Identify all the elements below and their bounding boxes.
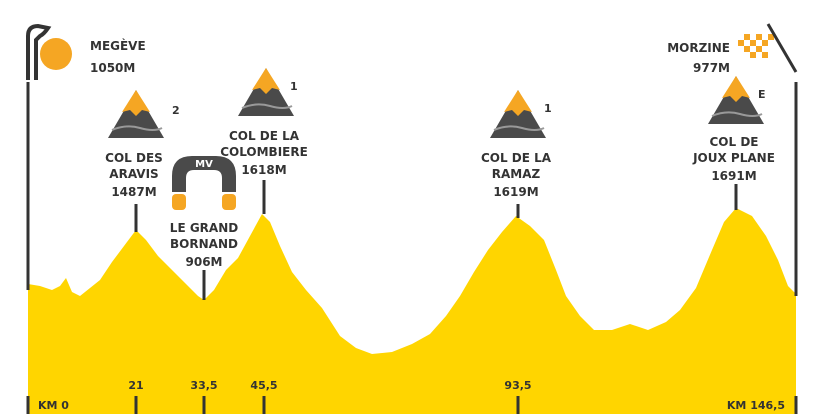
climb-colombiere-line2: COLOMBIERE — [220, 145, 308, 159]
checkered-flag-icon — [738, 34, 774, 58]
start-altitude: 1050M — [90, 61, 135, 75]
climb-ramaz-line2: RAMAZ — [492, 167, 541, 181]
start-name: MEGÈVE — [90, 38, 146, 53]
elevation-profile — [28, 208, 796, 414]
category-colombiere: 1 — [290, 80, 298, 93]
climb-ramaz-altitude: 1619M — [493, 185, 538, 199]
finish-name: MORZINE — [667, 41, 730, 55]
category-jouxplane: E — [758, 88, 766, 101]
sprint-arch-icon: MV — [172, 156, 236, 210]
mountain-icon-aravis — [108, 90, 164, 138]
flag-pole — [766, 23, 798, 73]
climb-colombiere-line1: COL DE LA — [229, 129, 300, 143]
tour-logo-icon — [26, 23, 72, 80]
climb-jouxplane-altitude: 1691M — [711, 169, 756, 183]
climb-jouxplane-line2: JOUX PLANE — [692, 151, 775, 165]
climb-aravis-line1: COL DES — [105, 151, 163, 165]
km-ramaz-label: 93,5 — [504, 379, 531, 392]
km-aravis-label: 21 — [128, 379, 143, 392]
km-start-label: KM 0 — [38, 399, 69, 412]
mountain-icon-ramaz — [490, 90, 546, 138]
sprint-line2: BORNAND — [170, 237, 238, 251]
mountain-icon-jouxplane — [708, 76, 764, 124]
climb-colombiere-altitude: 1618M — [241, 163, 286, 177]
mountain-icon-colombiere — [238, 68, 294, 116]
km-finish-label: KM 146,5 — [727, 399, 785, 412]
category-aravis: 2 — [172, 104, 180, 117]
climb-ramaz-line1: COL DE LA — [481, 151, 552, 165]
sprint-badge-text: MV — [195, 159, 213, 170]
climb-aravis-line2: ARAVIS — [109, 167, 158, 181]
climb-jouxplane-line1: COL DE — [710, 135, 759, 149]
km-sprint-label: 33,5 — [190, 379, 217, 392]
finish-altitude: 977M — [693, 61, 730, 75]
climb-aravis-altitude: 1487M — [111, 185, 156, 199]
km-colombiere-label: 45,5 — [250, 379, 277, 392]
sprint-altitude: 906M — [186, 255, 223, 269]
sprint-line1: LE GRAND — [170, 221, 238, 235]
category-ramaz: 1 — [544, 102, 552, 115]
